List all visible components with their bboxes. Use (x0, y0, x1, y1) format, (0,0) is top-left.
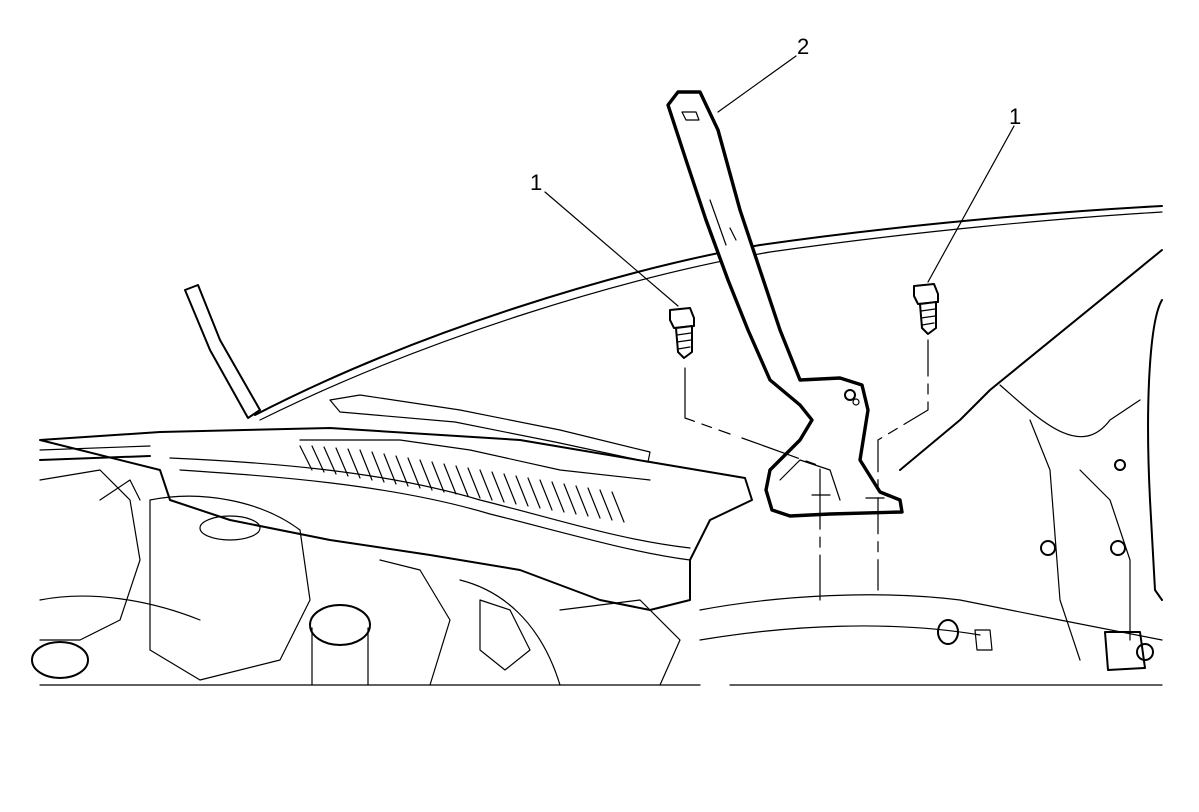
installation-path-lines (684, 339, 929, 601)
callout-label-bracket: 2 (797, 34, 809, 59)
callout-label-bolt-left: 1 (530, 170, 542, 195)
windshield-edge (254, 205, 1163, 421)
bolt-right (913, 283, 939, 335)
hood-hinge-bracket (666, 90, 904, 518)
fender-body (699, 249, 1163, 686)
bolt-left (669, 307, 695, 359)
callout-label-bolt-right: 1 (1009, 104, 1021, 129)
cowl-panel (39, 284, 753, 611)
engine-compartment (31, 469, 701, 686)
leader-lines (544, 55, 1015, 307)
cowl-grille (299, 445, 625, 523)
